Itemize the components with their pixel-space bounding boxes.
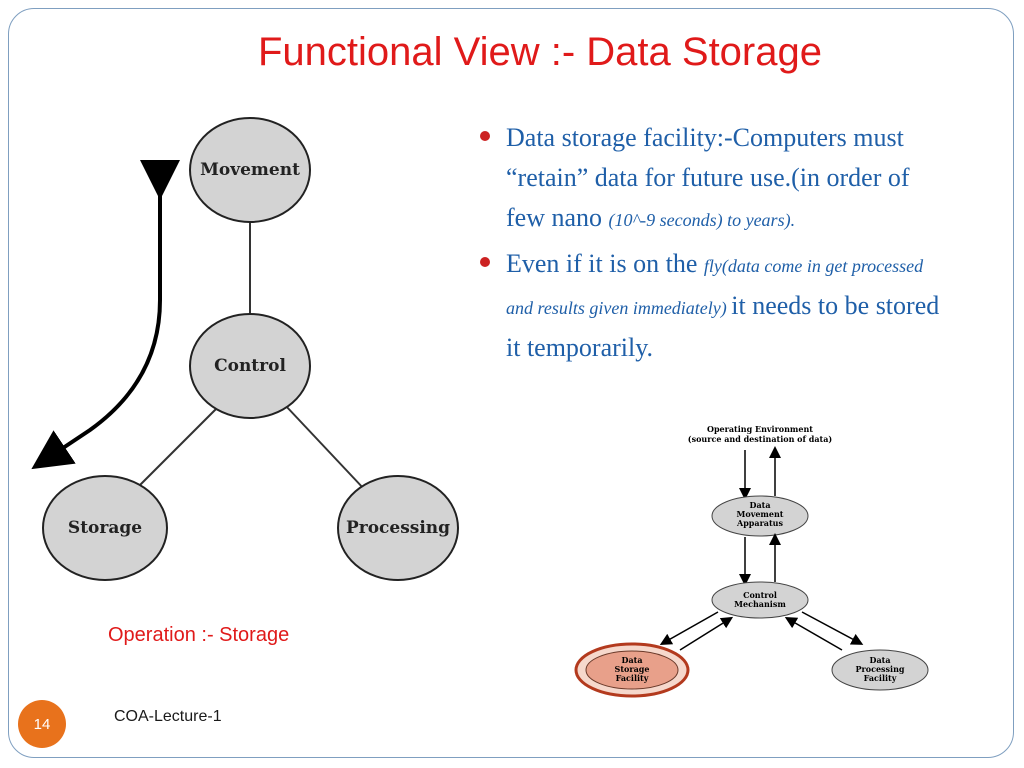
bullet-item: Even if it is on the fly(data come in ge… — [478, 244, 948, 368]
node-movement-label: Movement — [200, 160, 300, 180]
bullet-dot-icon — [480, 257, 490, 267]
arrow-control-to-processing — [801, 611, 864, 645]
slide-frame — [8, 8, 1014, 758]
node-data-movement — [711, 495, 809, 537]
edge-control-storage — [134, 404, 221, 491]
flow-arrow — [31, 160, 180, 470]
node-processing — [337, 475, 459, 581]
svg-text:Apparatus: Apparatus — [736, 518, 783, 528]
data-storage-diagram: Operating Environment (source and destin… — [574, 424, 929, 698]
svg-text:Data: Data — [750, 500, 771, 510]
diagram-caption: Operation :- Storage — [108, 624, 290, 646]
svg-text:Facility: Facility — [616, 673, 649, 683]
node-data-processing — [831, 649, 929, 691]
node-storage-label: Storage — [68, 518, 142, 538]
arrow-storage-to-control — [679, 616, 734, 651]
node-control — [189, 313, 311, 419]
svg-text:Mechanism: Mechanism — [734, 599, 786, 609]
node-movement — [189, 117, 311, 223]
arrow-control-to-storage — [659, 611, 719, 645]
node-storage — [42, 475, 168, 581]
bullet-item: Data storage facility:-Computers must “r… — [478, 118, 948, 240]
node-control-mechanism — [711, 581, 809, 619]
node-data-storage — [585, 650, 679, 690]
footer-text: COA-Lecture-1 — [114, 708, 222, 725]
node-control-label: Control — [214, 356, 286, 376]
svg-text:Control: Control — [743, 590, 777, 600]
svg-text:Facility: Facility — [864, 673, 897, 683]
env-sublabel: (source and destination of data) — [688, 434, 833, 444]
page-number: 14 — [18, 700, 66, 748]
bullet-dot-icon — [480, 131, 490, 141]
svg-text:Data: Data — [622, 655, 643, 665]
bullet-list: Data storage facility:-Computers must “r… — [478, 118, 948, 372]
node-processing-label: Processing — [346, 518, 450, 538]
env-label: Operating Environment — [707, 424, 813, 434]
svg-text:Processing: Processing — [856, 664, 905, 674]
arrow-processing-to-control — [784, 617, 843, 651]
edge-control-processing — [284, 404, 366, 491]
slide-title: Functional View :- Data Storage — [257, 30, 822, 74]
functional-view-diagram: Movement Control Storage Processing — [31, 117, 459, 581]
svg-text:Data: Data — [870, 655, 891, 665]
svg-text:Storage: Storage — [615, 664, 650, 674]
svg-text:Movement: Movement — [737, 509, 784, 519]
